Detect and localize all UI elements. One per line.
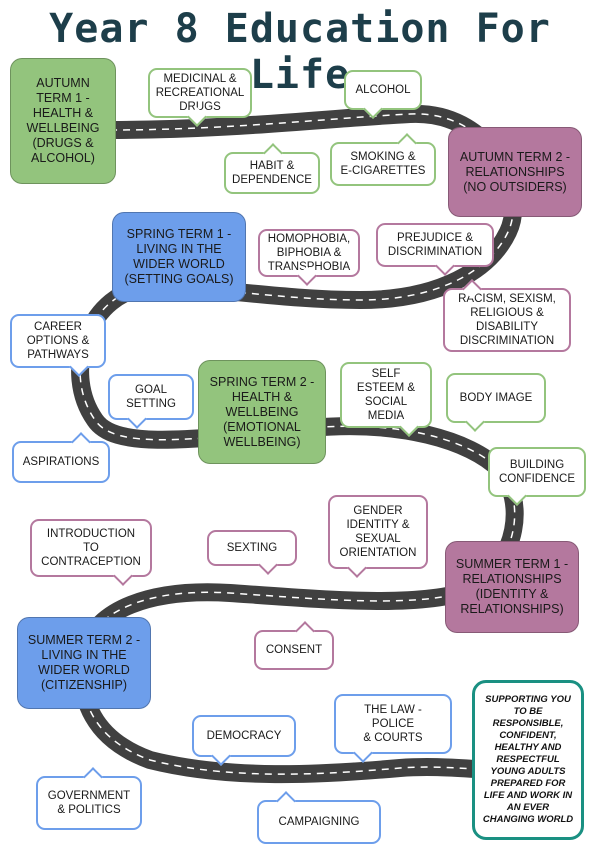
- topic-democracy-label: DEMOCRACY: [206, 730, 282, 742]
- term-autumn-2: AUTUMN TERM 2 - RELATIONSHIPS (NO OUTSID…: [448, 127, 582, 217]
- term-autumn-2-label: AUTUMN TERM 2 - RELATIONSHIPS (NO OUTSID…: [459, 149, 571, 194]
- topic-prejudice-label: PREJUDICE & DISCRIMINATION: [387, 232, 483, 258]
- topic-contraception: INTRODUCTION TO CONTRACEPTION: [30, 519, 152, 577]
- topic-medicinal-drugs: MEDICINAL & RECREATIONAL DRUGS: [148, 68, 252, 118]
- topic-medicinal-drugs-label: MEDICINAL & RECREATIONAL DRUGS: [155, 73, 245, 113]
- topic-law-label: THE LAW - POLICE & COURTS: [363, 704, 423, 744]
- topic-consent-label: CONSENT: [265, 644, 323, 656]
- topic-alcohol-label: ALCOHOL: [355, 84, 411, 96]
- topic-habit-dependence: HABIT & DEPENDENCE: [224, 152, 320, 194]
- topic-campaigning: CAMPAIGNING: [257, 800, 381, 844]
- topic-gender-identity-label: GENDER IDENTITY & SEXUAL ORIENTATION: [339, 505, 417, 559]
- topic-building-confidence: BUILDING CONFIDENCE: [488, 447, 586, 497]
- topic-contraception-label: INTRODUCTION TO CONTRACEPTION: [41, 528, 141, 568]
- term-summer-2-label: SUMMER TERM 2 - LIVING IN THE WIDER WORL…: [27, 633, 141, 692]
- topic-habit-dependence-label: HABIT & DEPENDENCE: [232, 160, 312, 186]
- topic-racism: RACISM, SEXISM, RELIGIOUS & DISABILITY D…: [443, 288, 571, 352]
- term-spring-2: SPRING TERM 2 - HEALTH & WELLBEING (EMOT…: [198, 360, 326, 464]
- topic-self-esteem: SELF ESTEEM & SOCIAL MEDIA: [340, 362, 432, 428]
- term-summer-1: SUMMER TERM 1 - RELATIONSHIPS (IDENTITY …: [445, 541, 579, 633]
- topic-smoking: SMOKING & E-CIGARETTES: [330, 142, 436, 186]
- term-summer-1-label: SUMMER TERM 1 - RELATIONSHIPS (IDENTITY …: [455, 557, 569, 616]
- topic-consent: CONSENT: [254, 630, 334, 670]
- page-title: Year 8 Education For Life: [49, 6, 551, 98]
- topic-sexting-label: SEXTING: [226, 542, 278, 554]
- topic-goal-setting-label: GOAL SETTING: [126, 384, 176, 410]
- term-spring-1-label: SPRING TERM 1 - LIVING IN THE WIDER WORL…: [124, 227, 234, 286]
- topic-building-confidence-label: BUILDING CONFIDENCE: [498, 459, 576, 485]
- topic-homophobia: HOMOPHOBIA, BIPHOBIA & TRANSPHOBIA: [258, 229, 360, 277]
- term-autumn-1: AUTUMN TERM 1 - HEALTH & WELLBEING (DRUG…: [10, 58, 116, 184]
- topic-government-label: GOVERNMENT & POLITICS: [47, 790, 131, 816]
- topic-homophobia-label: HOMOPHOBIA, BIPHOBIA & TRANSPHOBIA: [267, 233, 351, 273]
- term-autumn-1-label: AUTUMN TERM 1 - HEALTH & WELLBEING (DRUG…: [26, 76, 100, 165]
- topic-campaigning-label: CAMPAIGNING: [278, 816, 360, 828]
- mission-statement-text: SUPPORTING YOU TO BE RESPONSIBLE, CONFID…: [482, 694, 574, 825]
- topic-gender-identity: GENDER IDENTITY & SEXUAL ORIENTATION: [328, 495, 428, 569]
- topic-self-esteem-label: SELF ESTEEM & SOCIAL MEDIA: [356, 368, 416, 422]
- topic-aspirations: ASPIRATIONS: [12, 441, 110, 483]
- topic-law: THE LAW - POLICE & COURTS: [334, 694, 452, 754]
- term-spring-1: SPRING TERM 1 - LIVING IN THE WIDER WORL…: [112, 212, 246, 302]
- topic-racism-label: RACISM, SEXISM, RELIGIOUS & DISABILITY D…: [458, 293, 556, 347]
- topic-government: GOVERNMENT & POLITICS: [36, 776, 142, 830]
- topic-alcohol: ALCOHOL: [344, 70, 422, 110]
- term-summer-2: SUMMER TERM 2 - LIVING IN THE WIDER WORL…: [17, 617, 151, 709]
- topic-career-options-label: CAREER OPTIONS & PATHWAYS: [26, 321, 90, 361]
- topic-goal-setting: GOAL SETTING: [108, 374, 194, 420]
- topic-sexting: SEXTING: [207, 530, 297, 566]
- topic-democracy: DEMOCRACY: [192, 715, 296, 757]
- topic-body-image-label: BODY IMAGE: [459, 392, 533, 404]
- mission-statement: SUPPORTING YOU TO BE RESPONSIBLE, CONFID…: [472, 680, 584, 840]
- term-spring-2-label: SPRING TERM 2 - HEALTH & WELLBEING (EMOT…: [209, 374, 315, 449]
- topic-body-image: BODY IMAGE: [446, 373, 546, 423]
- topic-prejudice: PREJUDICE & DISCRIMINATION: [376, 223, 494, 267]
- topic-aspirations-label: ASPIRATIONS: [22, 456, 100, 468]
- topic-smoking-label: SMOKING & E-CIGARETTES: [340, 151, 426, 177]
- topic-career-options: CAREER OPTIONS & PATHWAYS: [10, 314, 106, 368]
